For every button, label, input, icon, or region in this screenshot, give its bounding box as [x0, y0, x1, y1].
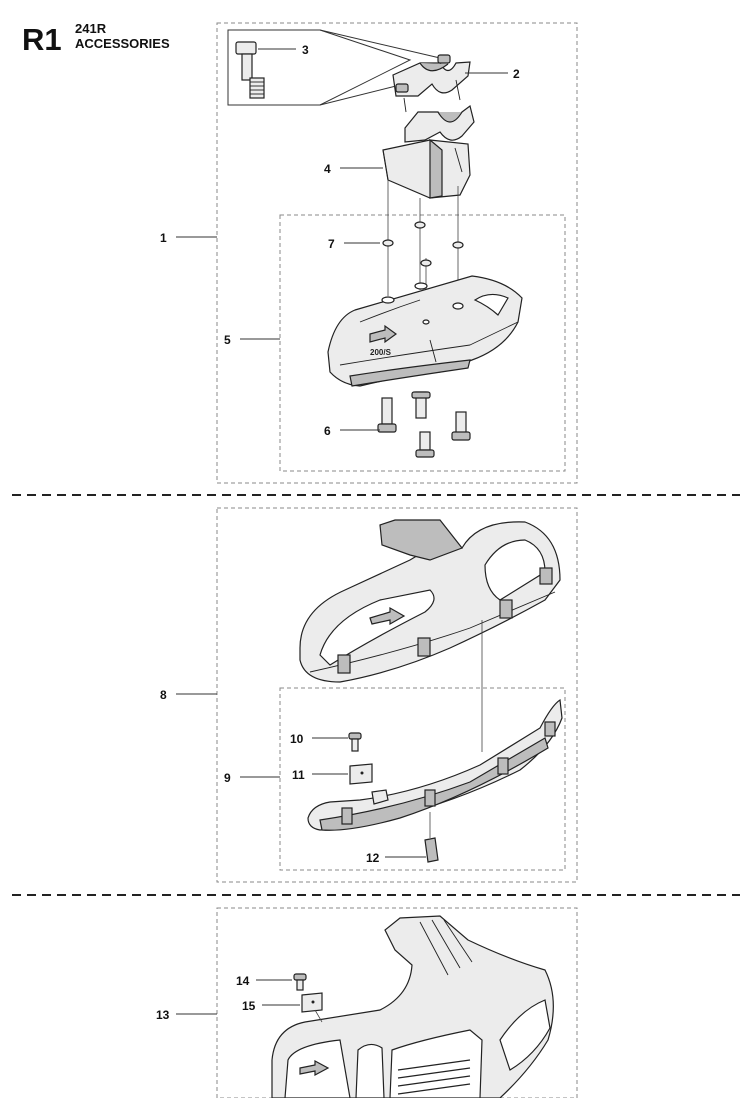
- callout-6: 6: [324, 424, 331, 438]
- assembly-box-5: [279, 214, 566, 472]
- callout-4: 4: [324, 162, 331, 176]
- screw-10-drawing: [348, 732, 362, 752]
- callout-2: 2: [513, 67, 520, 81]
- callout-3: 3: [302, 43, 309, 57]
- callout-10: 10: [290, 732, 304, 746]
- model-number: 241R: [75, 21, 107, 36]
- screw-6-drawing: [377, 391, 471, 458]
- callout-7: 7: [328, 237, 335, 251]
- page-title: ACCESSORIES: [75, 36, 170, 51]
- callout-1: 1: [160, 231, 167, 245]
- callout-9: 9: [224, 771, 231, 785]
- guard-5-drawing: [327, 275, 523, 387]
- clip-12-drawing: [424, 812, 439, 863]
- plate-15-drawing: [301, 992, 323, 1023]
- inset-line-top: [319, 29, 441, 59]
- clamp-upper-drawing: [392, 54, 471, 113]
- washer-7-drawing: [382, 221, 464, 267]
- assembly-box-8: [216, 507, 578, 883]
- plate-11-drawing: [349, 763, 373, 785]
- guard-8-drawing: [299, 519, 561, 683]
- strip-9-drawing: [307, 698, 563, 831]
- clamp-lower-drawing: [404, 104, 475, 143]
- callout-11: 11: [292, 768, 305, 782]
- callout-15: 15: [242, 999, 256, 1013]
- assembly-box-9: [279, 687, 566, 871]
- bracket-4-drawing: [382, 138, 471, 199]
- callout-13: 13: [156, 1008, 170, 1022]
- callout-5: 5: [224, 333, 231, 347]
- bolt-3-drawing: [235, 41, 265, 99]
- guard-13-drawing: [271, 915, 554, 1098]
- guard-stamp-text: 200/S: [370, 348, 392, 357]
- section-code: R1: [22, 22, 62, 57]
- callout-12: 12: [366, 851, 380, 865]
- assembly-box-1: [216, 22, 578, 484]
- callout-14: 14: [236, 974, 250, 988]
- screw-14-drawing: [293, 973, 307, 991]
- callout-8: 8: [160, 688, 167, 702]
- assembly-box-13: [216, 907, 578, 1098]
- inset-line-bottom: [319, 84, 401, 106]
